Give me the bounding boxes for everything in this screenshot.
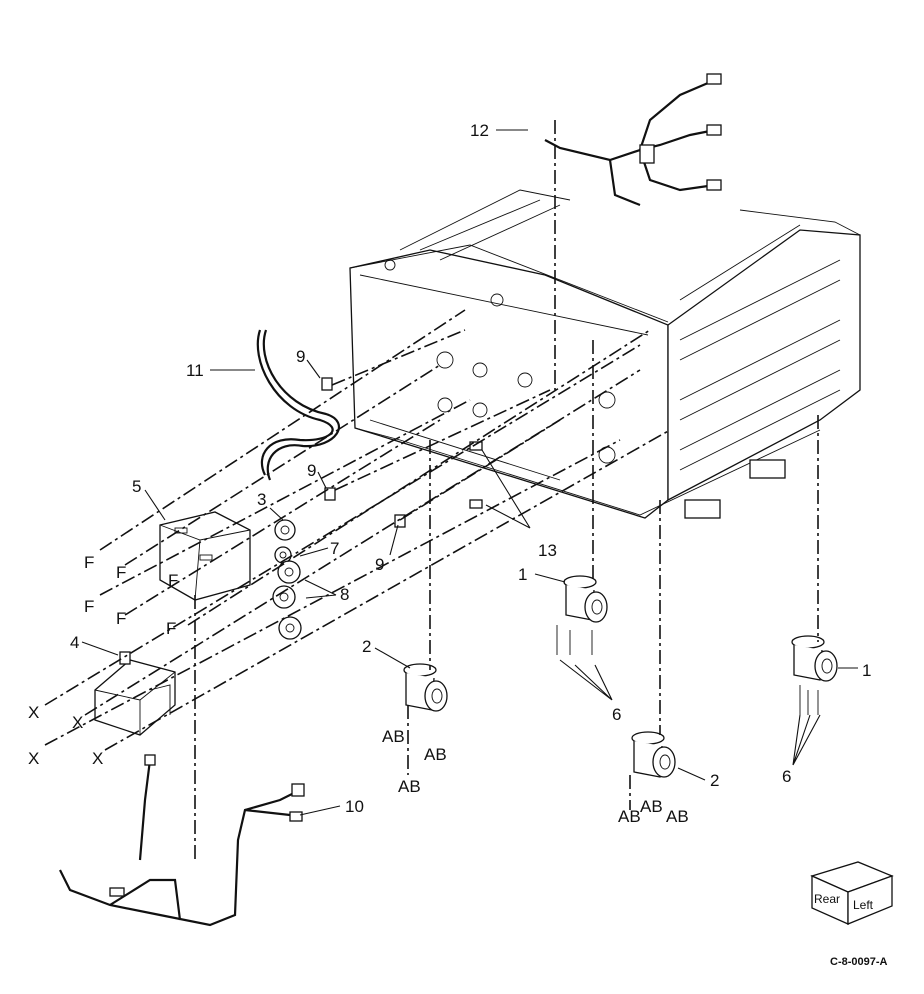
hose-11 [256, 329, 340, 481]
leader-lines [81, 129, 858, 816]
ref-x-2: X [72, 713, 83, 732]
caster-2-left [403, 663, 448, 712]
ref-f-1: F [84, 553, 94, 572]
callout-8: 8 [340, 585, 349, 604]
ref-ab-4: AB [618, 807, 641, 826]
caster-2-right [631, 731, 676, 778]
callout-11: 11 [186, 361, 204, 380]
callout-2a: 2 [362, 637, 371, 656]
callout-labels: 12 11 9 9 9 5 3 7 8 13 4 2 1 1 2 6 6 10 [70, 121, 871, 816]
callout-2b: 2 [710, 771, 719, 790]
ref-ab-1: AB [382, 727, 405, 746]
callout-13: 13 [538, 541, 557, 560]
ref-f-2: F [116, 563, 126, 582]
ref-f-5: F [166, 619, 176, 638]
caster-1-right [791, 635, 838, 715]
ref-f-6: F [168, 571, 178, 590]
ref-x-4: X [92, 749, 103, 768]
ref-x-1: X [28, 703, 39, 722]
orientation-cube: Rear Left [810, 861, 894, 926]
ref-ab-6: AB [666, 807, 689, 826]
cube-rear-label: Rear [814, 892, 840, 906]
callout-1a: 1 [518, 565, 527, 584]
ref-labels-x: X X X X [28, 703, 103, 768]
ref-f-3: F [84, 597, 94, 616]
callout-10: 10 [345, 797, 364, 816]
motor-4 [94, 651, 176, 736]
ref-ab-5: AB [640, 797, 663, 816]
ref-f-4: F [116, 609, 126, 628]
wire-harness-10 [59, 754, 305, 927]
ref-labels-ab: AB AB AB AB AB AB [382, 727, 689, 826]
callout-1b: 1 [862, 661, 871, 680]
ref-ab-3: AB [398, 777, 421, 796]
ref-labels-f: F F F F F F [84, 553, 178, 638]
ref-ab-2: AB [424, 745, 447, 764]
callout-6a: 6 [612, 705, 621, 724]
gear-set [272, 519, 302, 640]
chassis-frame [349, 189, 861, 519]
callout-4: 4 [70, 633, 79, 652]
callout-9b: 9 [307, 461, 316, 480]
caster-1-center [556, 575, 608, 655]
assembly-lines [44, 120, 819, 860]
figure-id: C-8-0097-A [830, 956, 888, 968]
callout-9c: 9 [375, 555, 384, 574]
wire-harness-12 [544, 73, 722, 207]
callout-6b: 6 [782, 767, 791, 786]
callout-7: 7 [330, 539, 339, 558]
ref-x-3: X [28, 749, 39, 768]
callout-12: 12 [470, 121, 489, 140]
callout-5: 5 [132, 477, 141, 496]
callout-3: 3 [257, 490, 266, 509]
callout-9a: 9 [296, 347, 305, 366]
cube-left-label: Left [853, 898, 874, 912]
clips [321, 377, 483, 528]
